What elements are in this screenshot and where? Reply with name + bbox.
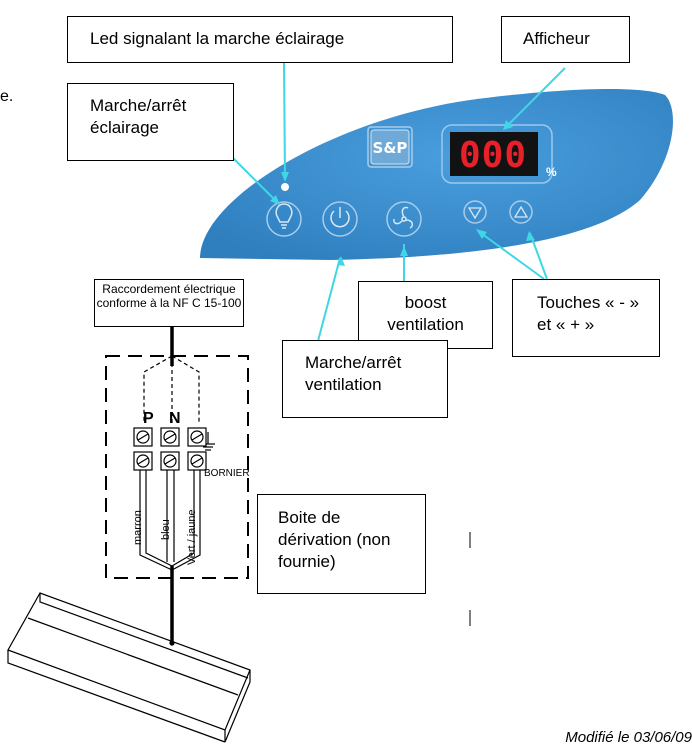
control-panel-diagram: S&P 000 % <box>7 61 673 743</box>
plus-key[interactable] <box>509 200 533 224</box>
bornier-label: BORNIER <box>204 468 250 479</box>
triangle-up-icon <box>513 205 529 218</box>
display-value: 000 <box>459 135 527 176</box>
ventilation-power-button[interactable] <box>322 201 358 237</box>
footer-date: Modifié le 03/06/09 <box>565 729 692 746</box>
boost-button[interactable] <box>386 201 422 237</box>
boost-callout: boost ventilation <box>358 281 493 349</box>
terminal-p-label: P <box>143 410 154 427</box>
connection-callout: Raccordement électrique conforme à la NF… <box>94 279 244 327</box>
terminal-n-label: N <box>169 410 181 427</box>
leader-plus <box>529 232 548 280</box>
leader-display <box>504 67 566 129</box>
box-label: Boite de dérivation (non fournie) <box>278 508 391 571</box>
led-callout: Led signalant la marche éclairage <box>67 16 453 63</box>
stray-text: e. <box>0 88 14 105</box>
sp-logo: S&P <box>367 126 413 168</box>
display-unit: % <box>546 165 557 179</box>
sp-logo-text: S&P <box>373 139 408 157</box>
wire-blue-label: bleu <box>160 519 172 540</box>
boost-label: boost ventilation <box>387 293 464 334</box>
junction-box <box>105 355 249 579</box>
keys-callout: Touches « - » et « + » <box>512 279 660 357</box>
wire-brown-label: marron <box>132 510 144 545</box>
wire-green-label: Vert / jaune <box>186 509 198 565</box>
control-panel <box>200 88 673 260</box>
vent-callout: Marche/arrêt ventilation <box>282 340 448 418</box>
leader-light <box>232 157 279 204</box>
display-frame <box>441 124 553 184</box>
box-callout: Boite de dérivation (non fournie) <box>257 494 426 594</box>
keys-label: Touches « - » et « + » <box>537 293 640 334</box>
bulb-icon <box>275 203 293 229</box>
display-label: Afficheur <box>523 29 590 48</box>
fan-icon <box>393 206 414 229</box>
minus-key[interactable] <box>463 200 487 224</box>
display-screen <box>450 132 538 176</box>
hood-drawing <box>7 592 251 743</box>
led-indicator <box>281 183 289 191</box>
vent-label: Marche/arrêt ventilation <box>305 353 402 394</box>
connection-label: Raccordement électrique conforme à la NF… <box>96 282 242 310</box>
light-label: Marche/arrêt éclairage <box>90 96 187 137</box>
light-callout: Marche/arrêt éclairage <box>67 83 234 161</box>
triangle-down-icon <box>467 207 483 220</box>
light-button[interactable] <box>266 201 302 237</box>
leader-minus <box>477 230 545 280</box>
leader-vent <box>317 257 341 342</box>
display-callout: Afficheur <box>501 16 630 63</box>
power-icon <box>330 207 350 228</box>
leader-led <box>283 61 286 181</box>
led-label: Led signalant la marche éclairage <box>90 29 345 48</box>
terminal-block <box>133 427 207 471</box>
